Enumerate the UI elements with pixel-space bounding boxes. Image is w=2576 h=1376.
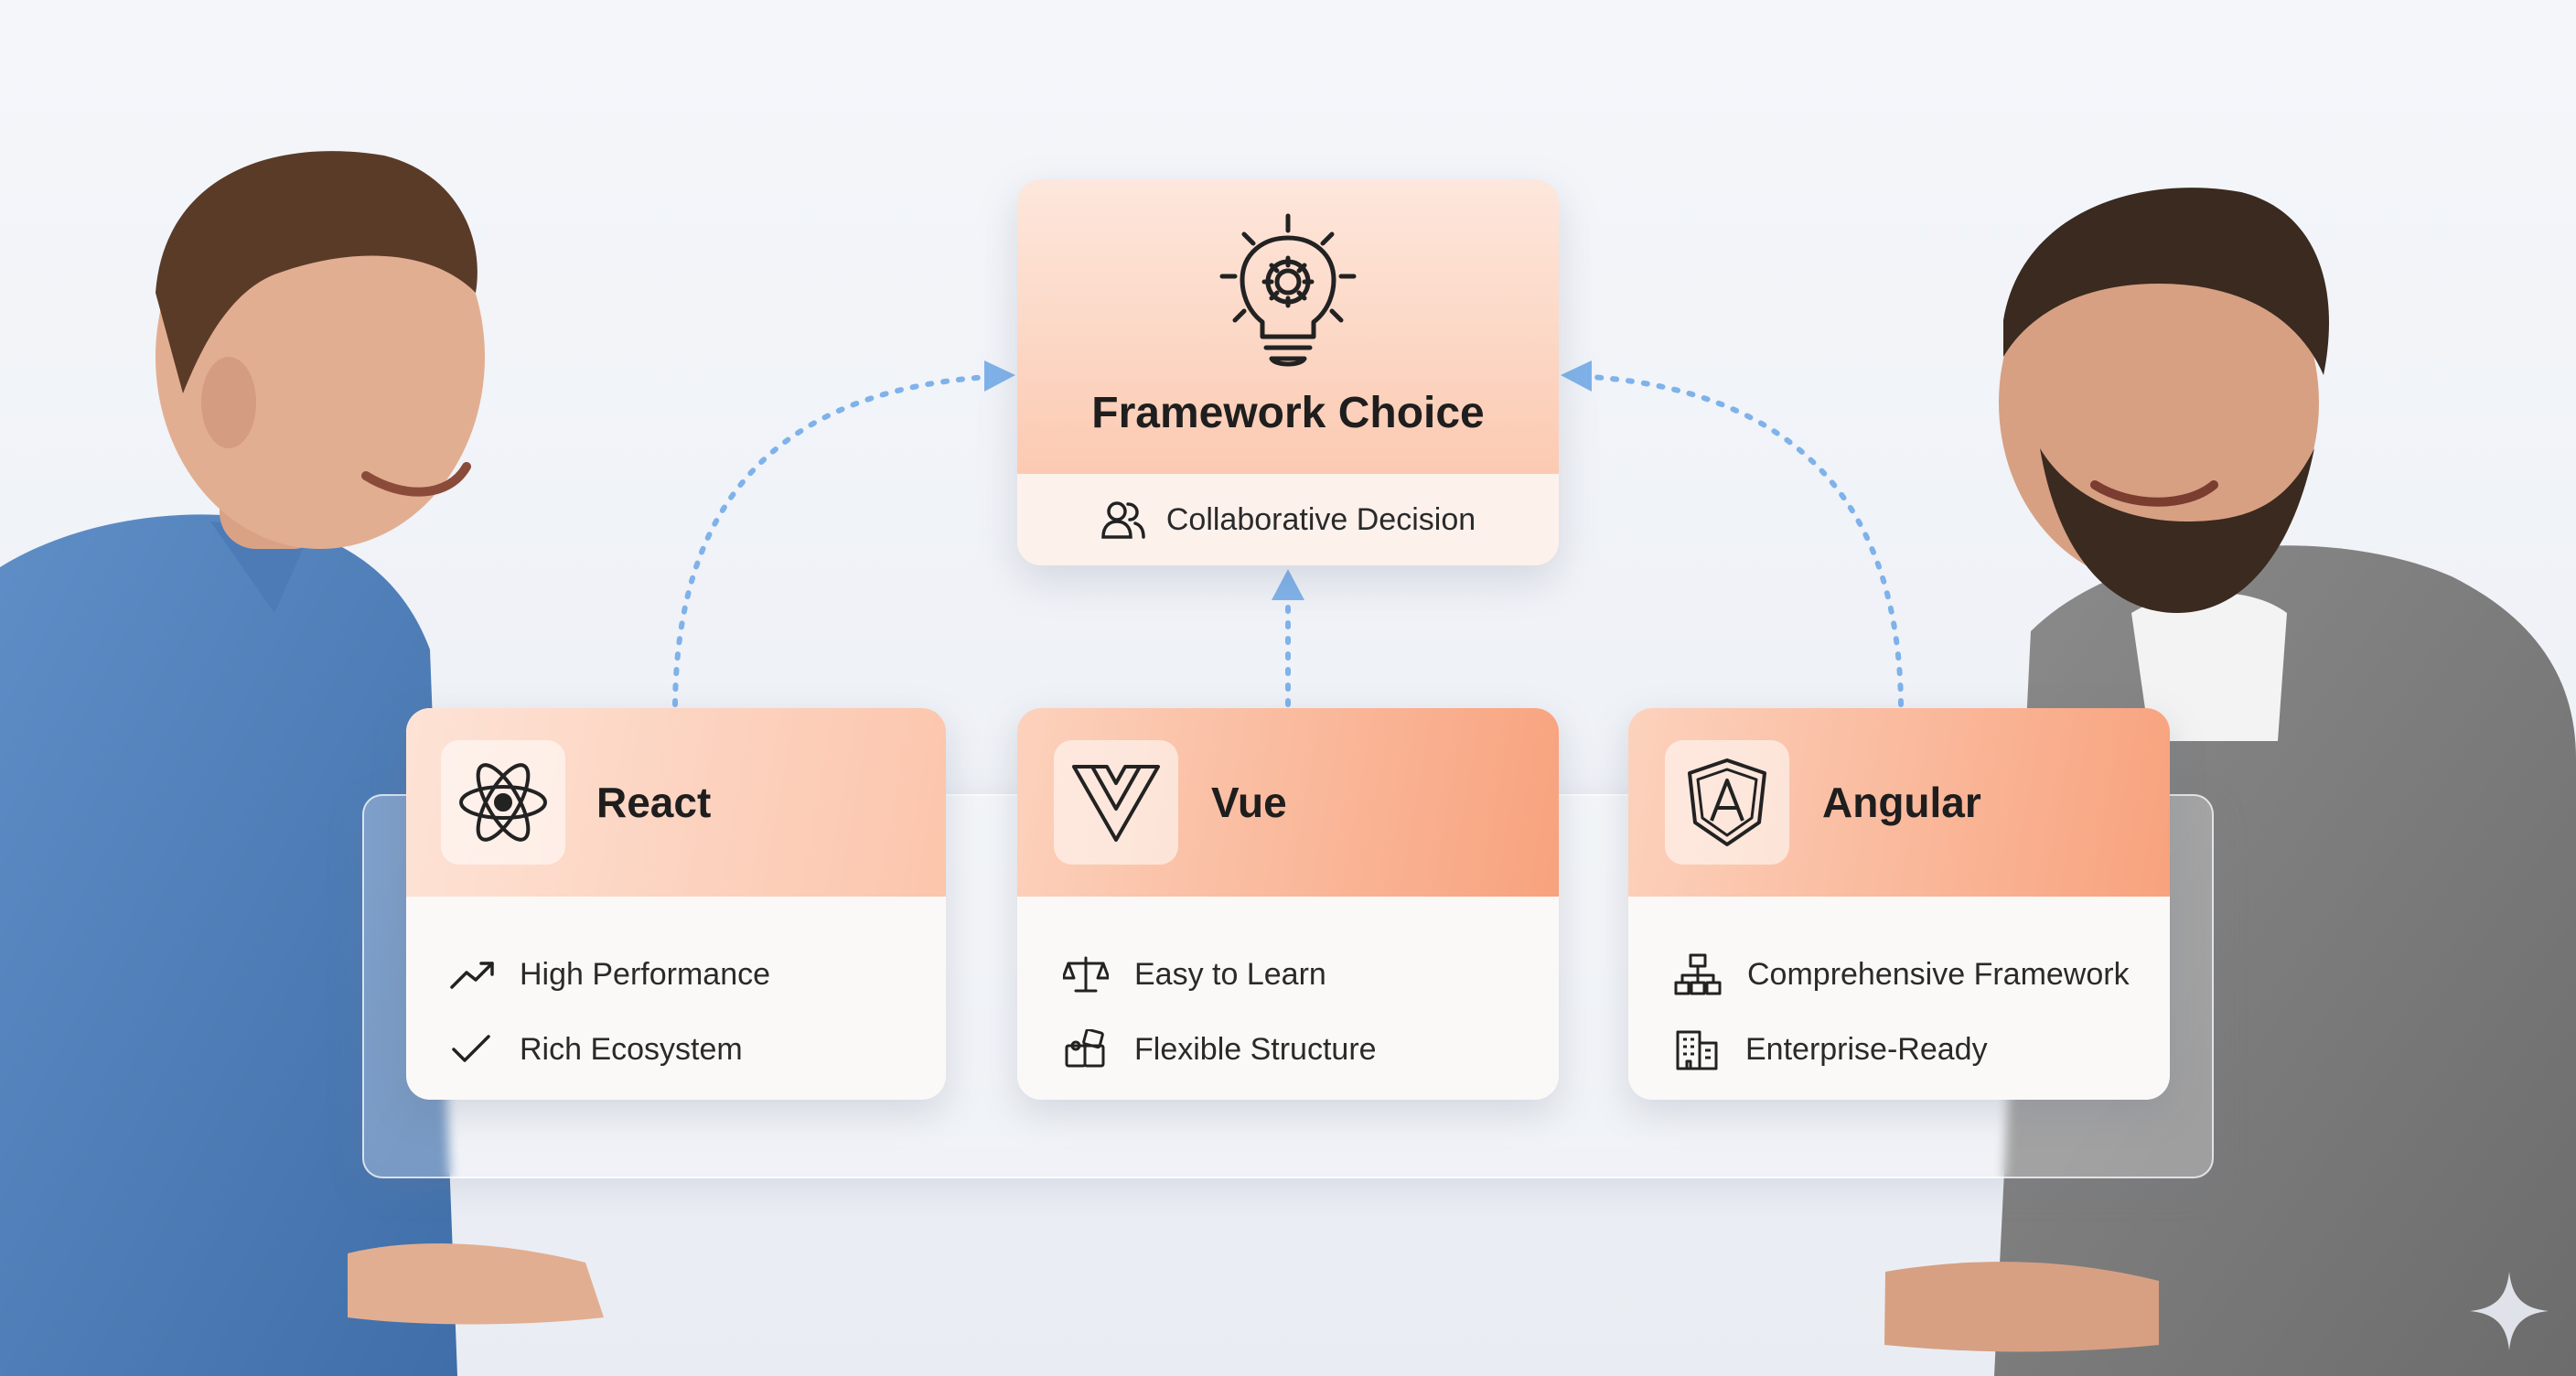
vue-title: Vue	[1211, 779, 1287, 826]
react-title: React	[596, 779, 712, 826]
feature-row: Rich Ecosystem	[450, 1012, 946, 1087]
feature-label: Rich Ecosystem	[520, 1031, 743, 1067]
react-card: React High Performance Rich Ecosystem	[406, 708, 946, 1100]
framework-choice-card: Framework Choice Collaborative Decision	[1017, 179, 1559, 565]
feature-row: Comprehensive Framework	[1674, 937, 2170, 1012]
react-features: High Performance Rich Ecosystem	[406, 897, 946, 1087]
feature-row: Easy to Learn	[1063, 937, 1559, 1012]
arrow-react-to-choice	[672, 374, 991, 707]
vue-features: Easy to Learn Flexible Structure	[1017, 897, 1559, 1087]
balance-scale-icon	[1063, 956, 1109, 993]
lightbulb-gear-icon	[1219, 213, 1357, 367]
sparkle-watermark-icon	[2470, 1272, 2549, 1350]
angular-icon-tile	[1665, 740, 1789, 865]
framework-choice-header: Framework Choice	[1017, 179, 1559, 474]
feature-row: Enterprise-Ready	[1674, 1012, 2170, 1087]
hierarchy-icon	[1674, 953, 1722, 995]
trending-up-icon	[450, 962, 494, 989]
collaborative-decision-label: Collaborative Decision	[1165, 501, 1476, 537]
arrowhead-center	[1272, 569, 1304, 600]
angular-features: Comprehensive Framework Enterprise-Ready	[1628, 897, 2170, 1087]
feature-label: Easy to Learn	[1134, 956, 1326, 992]
feature-row: Flexible Structure	[1063, 1012, 1559, 1087]
feature-label: Flexible Structure	[1134, 1031, 1377, 1067]
users-icon	[1101, 501, 1145, 539]
vue-card: Vue Easy to Learn Flexible Structure	[1017, 708, 1559, 1100]
react-card-header: React	[406, 708, 946, 897]
angular-card-header: Angular	[1628, 708, 2170, 897]
building-icon	[1676, 1030, 1718, 1070]
react-icon-tile	[441, 740, 565, 865]
feature-label: Enterprise-Ready	[1745, 1031, 1988, 1067]
angular-shield-icon	[1688, 758, 1766, 846]
arrowhead-left	[984, 360, 1015, 392]
angular-card: Angular Comprehensive Framework Enterpri…	[1628, 708, 2170, 1100]
framework-choice-title: Framework Choice	[1091, 389, 1485, 437]
arrow-angular-to-choice	[1589, 374, 1904, 707]
feature-label: Comprehensive Framework	[1747, 956, 2130, 992]
vue-card-header: Vue	[1017, 708, 1559, 897]
arrowhead-right	[1561, 360, 1592, 392]
left-person-illustration	[0, 151, 604, 1376]
collaborative-decision-row: Collaborative Decision	[1017, 474, 1559, 565]
checkmark-icon	[452, 1035, 490, 1062]
vue-logo-icon	[1072, 765, 1160, 842]
feature-row: High Performance	[450, 937, 946, 1012]
feature-label: High Performance	[520, 956, 771, 992]
puzzle-blocks-icon	[1065, 1029, 1105, 1068]
react-atom-icon	[459, 763, 547, 842]
angular-title: Angular	[1822, 779, 1981, 826]
vue-icon-tile	[1054, 740, 1178, 865]
